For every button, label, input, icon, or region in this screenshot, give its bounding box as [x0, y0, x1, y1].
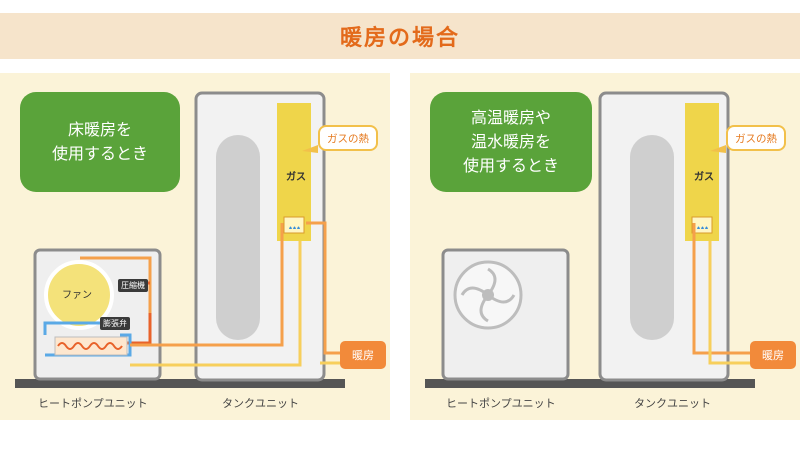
tank-cylinder: [216, 135, 260, 340]
callout-pointer: [302, 145, 318, 153]
title-bar: 暖房の場合: [0, 13, 800, 59]
ground-bar: [15, 379, 345, 388]
heat-pump-unit-label: ヒートポンプユニット: [446, 397, 556, 410]
floor-heating-diagram: [15, 91, 345, 388]
hot-water-supply-line: [130, 223, 284, 347]
fan-label: ファン: [62, 290, 92, 301]
burner-flame-icon: [697, 226, 708, 229]
high-temp-heating-bubble-text: 高温暖房や 温水暖房を 使用するとき: [462, 108, 559, 175]
tank-cylinder: [630, 135, 674, 340]
page-title: 暖房の場合: [339, 26, 460, 51]
tank-unit-label: タンクユニット: [634, 397, 711, 410]
fan-icon: [453, 260, 523, 330]
heating-label: 暖房: [762, 349, 784, 362]
gas-heat-callout: ガスの熱: [726, 125, 786, 151]
heat-exchanger-coil: [57, 342, 123, 350]
heating-label: 暖房: [352, 349, 374, 362]
gas-heat-label: ガスの熱: [735, 132, 777, 145]
water-return-line: [130, 241, 302, 367]
refrigerant-cold-line: [43, 321, 120, 335]
floor-heating-bubble-text: 床暖房を 使用するとき: [51, 120, 148, 163]
heating-return-line: [708, 241, 750, 365]
heating-supply-line: [692, 223, 750, 355]
gas-label: ガス: [694, 172, 714, 183]
heating-badge: 暖房: [750, 341, 796, 369]
tank-unit-label: タンクユニット: [222, 397, 299, 410]
gas-label: ガス: [286, 172, 306, 183]
high-temp-heating-bubble: 高温暖房や 温水暖房を 使用するとき: [430, 92, 592, 192]
ground-bar: [425, 379, 755, 388]
burner: [283, 216, 305, 234]
expansion-valve-label: 膨張弁: [100, 317, 130, 330]
gas-heat-label: ガスの熱: [327, 132, 369, 145]
heat-pump-unit-label: ヒートポンプユニット: [38, 397, 148, 410]
high-temp-heating-panel: 高温暖房や 温水暖房を 使用するとき ガスの熱 ガス 暖房 ヒートポンプユニット…: [410, 73, 800, 420]
compressor-label: 圧縮機: [118, 279, 148, 292]
heating-supply-line: [306, 221, 340, 355]
floor-heating-bubble: 床暖房を 使用するとき: [20, 92, 180, 192]
high-temp-heating-diagram: [425, 91, 755, 388]
callout-pointer: [710, 145, 726, 153]
floor-heating-panel: 床暖房を 使用するとき ガスの熱 ガス ファン 圧縮機 膨張弁 暖房 ヒートポン…: [0, 73, 390, 420]
burner-flame-icon: [289, 226, 300, 229]
gas-heat-callout: ガスの熱: [318, 125, 378, 151]
heating-badge: 暖房: [340, 341, 386, 369]
fan-icon: [44, 260, 114, 330]
